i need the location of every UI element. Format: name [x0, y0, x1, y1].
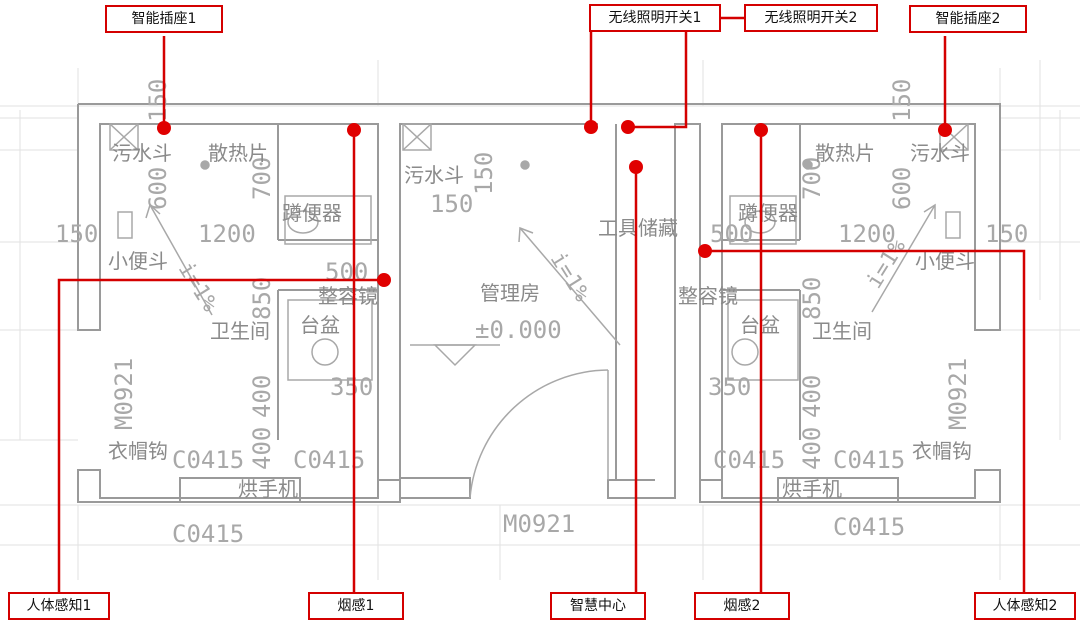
- svg-text:±0.000: ±0.000: [475, 316, 562, 344]
- svg-text:400: 400: [248, 375, 276, 418]
- svg-text:700: 700: [798, 157, 826, 200]
- svg-text:小便斗: 小便斗: [915, 249, 975, 273]
- svg-text:整容镜: 整容镜: [318, 284, 378, 308]
- svg-text:烘手机: 烘手机: [782, 477, 842, 501]
- svg-text:C0415: C0415: [833, 513, 905, 541]
- callout-light-switch-2: 无线照明开关2: [744, 4, 878, 32]
- svg-text:700: 700: [248, 157, 276, 200]
- background-grid: [0, 60, 1080, 580]
- callout-smart-socket-2: 智能插座2: [909, 5, 1027, 33]
- svg-text:衣帽钩: 衣帽钩: [912, 439, 972, 463]
- svg-text:C0415: C0415: [172, 520, 244, 548]
- svg-text:烘手机: 烘手机: [238, 477, 298, 501]
- svg-text:350: 350: [708, 373, 751, 401]
- callout-light-switch-1: 无线照明开关1: [589, 4, 721, 32]
- svg-text:1200: 1200: [838, 220, 896, 248]
- device-markers: [157, 120, 952, 287]
- svg-text:整容镜: 整容镜: [678, 284, 738, 308]
- svg-text:C0415: C0415: [172, 446, 244, 474]
- room-labels: 污水斗 散热片 污水斗 散热片 污水斗 蹲便器 蹲便器 小便斗 小便斗 整容镜 …: [108, 141, 975, 501]
- svg-text:蹲便器: 蹲便器: [282, 201, 342, 225]
- smart-socket-2-marker: [938, 123, 952, 137]
- svg-text:污水斗: 污水斗: [910, 141, 970, 165]
- svg-text:400: 400: [798, 375, 826, 418]
- svg-text:蹲便器: 蹲便器: [738, 201, 798, 225]
- svg-text:150: 150: [144, 79, 172, 122]
- svg-text:600: 600: [144, 167, 172, 210]
- svg-text:散热片: 散热片: [815, 141, 875, 165]
- svg-text:衣帽钩: 衣帽钩: [108, 439, 168, 463]
- svg-text:1200: 1200: [198, 220, 256, 248]
- svg-text:卫生间: 卫生间: [812, 319, 872, 343]
- svg-text:台盆: 台盆: [300, 313, 340, 337]
- svg-text:150: 150: [430, 190, 473, 218]
- svg-text:150: 150: [55, 220, 98, 248]
- svg-text:污水斗: 污水斗: [112, 141, 172, 165]
- light-switch-2-marker: [621, 120, 635, 134]
- svg-text:M0921: M0921: [503, 510, 575, 538]
- svg-text:污水斗: 污水斗: [404, 163, 464, 187]
- callout-body-sensor-1: 人体感知1: [8, 592, 110, 620]
- svg-text:i=1%: i=1%: [545, 248, 594, 306]
- svg-text:C0415: C0415: [833, 446, 905, 474]
- svg-text:850: 850: [248, 277, 276, 320]
- callout-smart-center: 智慧中心: [550, 592, 646, 620]
- smart-socket-1-marker: [157, 121, 171, 135]
- svg-text:400: 400: [248, 427, 276, 470]
- light-switch-1-marker: [584, 120, 598, 134]
- body-sensor-1-marker: [377, 273, 391, 287]
- svg-text:600: 600: [888, 167, 916, 210]
- svg-text:500: 500: [710, 220, 753, 248]
- body-sensor-2-marker: [698, 244, 712, 258]
- callout-smart-socket-1: 智能插座1: [105, 5, 223, 33]
- svg-text:管理房: 管理房: [480, 281, 540, 305]
- callout-smoke-sensor-2: 烟感2: [694, 592, 790, 620]
- svg-text:M0921: M0921: [110, 358, 138, 430]
- svg-text:工具储藏: 工具储藏: [598, 216, 678, 240]
- svg-text:500: 500: [325, 258, 368, 286]
- smoke-sensor-1-marker: [347, 123, 361, 137]
- svg-text:小便斗: 小便斗: [108, 249, 168, 273]
- svg-text:150: 150: [470, 152, 498, 195]
- smart-center-marker: [629, 160, 643, 174]
- walls: [77, 103, 1001, 503]
- callout-body-sensor-2: 人体感知2: [974, 592, 1076, 620]
- fixtures: [109, 123, 969, 499]
- svg-text:350: 350: [330, 373, 373, 401]
- svg-text:400: 400: [798, 427, 826, 470]
- svg-text:C0415: C0415: [713, 446, 785, 474]
- svg-text:卫生间: 卫生间: [210, 319, 270, 343]
- svg-text:散热片: 散热片: [208, 141, 268, 165]
- callout-smoke-sensor-1: 烟感1: [308, 592, 404, 620]
- svg-text:i=1%: i=1%: [173, 258, 222, 316]
- svg-text:150: 150: [985, 220, 1028, 248]
- svg-text:150: 150: [888, 79, 916, 122]
- svg-text:850: 850: [798, 277, 826, 320]
- smoke-sensor-2-marker: [754, 123, 768, 137]
- svg-text:M0921: M0921: [944, 358, 972, 430]
